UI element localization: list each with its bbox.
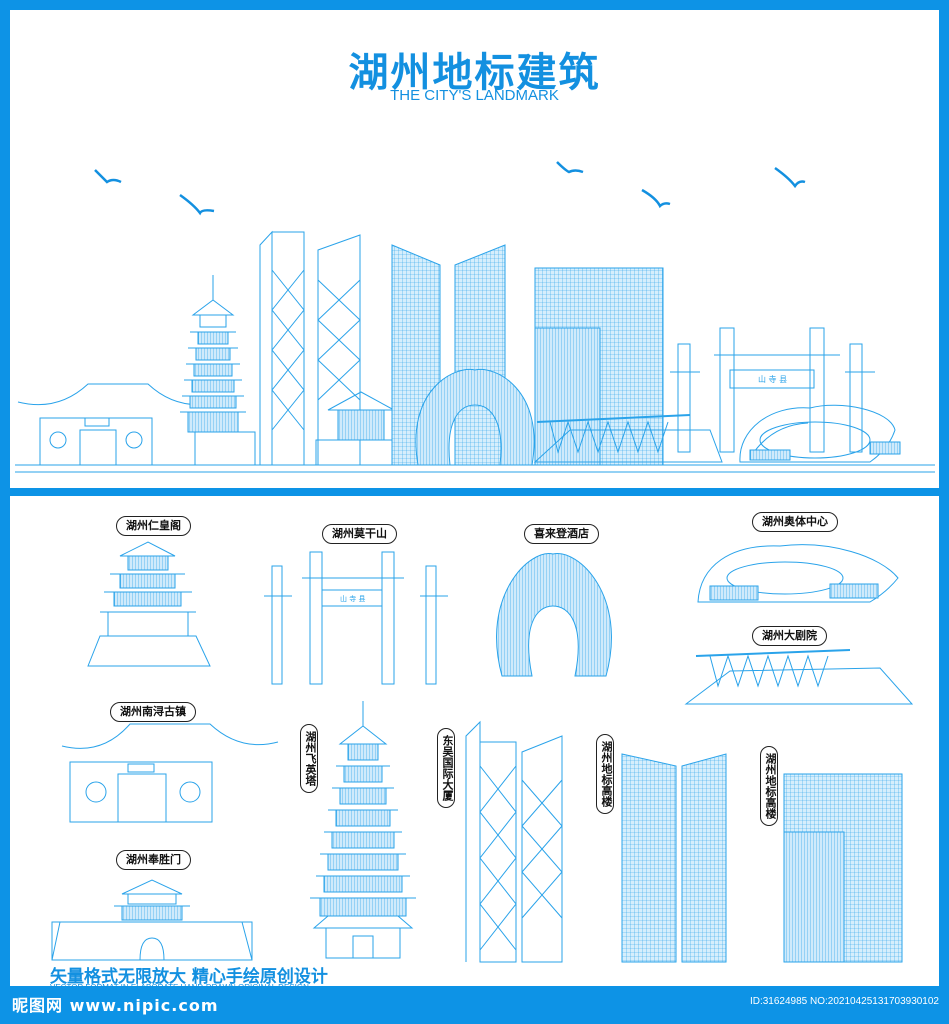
svg-text:山 寺 县: 山 寺 县 <box>758 374 787 384</box>
label-fengsheng: 湖州奉胜门 <box>116 850 191 870</box>
slogan-subtitle: VECTOR FORMAT IN ELABORATE HAND-DRAWN OR… <box>50 983 309 992</box>
label-highrise2: 湖州地标高楼 <box>760 746 778 826</box>
label-feiying: 湖州飞英塔 <box>300 724 318 793</box>
moganshan-building: 山 寺 县 <box>264 551 448 685</box>
landmarks-panel: 山 寺 县 <box>10 496 939 992</box>
label-moganshan: 湖州莫干山 <box>322 524 397 544</box>
label-olympic: 湖州奥体中心 <box>752 512 838 532</box>
watermark: 昵图网 www.nipic.com <box>12 996 219 1015</box>
olympic-building <box>697 544 899 603</box>
highrise1-building <box>621 753 677 963</box>
bird-icon <box>94 161 806 216</box>
feiying-building <box>310 701 416 959</box>
page-title: 湖州地标建筑 <box>348 50 601 96</box>
svg-text:山 寺 县: 山 寺 县 <box>340 594 365 603</box>
label-nanxun: 湖州南浔古镇 <box>110 702 196 722</box>
skyline-panel: 湖州地标建筑 THE CITY'S LANDMARK <box>10 10 939 488</box>
fengsheng-building <box>51 879 253 961</box>
label-dongwu: 东吴国际大厦 <box>437 728 455 808</box>
image-id: ID:31624985 NO:20210425131703930102 <box>749 996 939 1007</box>
highrise2-building <box>783 773 903 963</box>
label-sheraton: 喜来登酒店 <box>524 524 599 544</box>
sheraton-building <box>496 553 612 677</box>
skyline-illustration: 山 寺 县 <box>15 161 935 473</box>
label-theatre: 湖州大剧院 <box>752 626 827 646</box>
slogan: 矢量格式无限放大 精心手绘原创设计 <box>50 967 328 987</box>
label-highrise1: 湖州地标高楼 <box>596 734 614 814</box>
landmarks-illustration: 山 寺 县 <box>51 541 914 963</box>
theatre-building <box>684 649 914 705</box>
dongwu-building <box>465 720 563 963</box>
nanxun-building <box>61 723 279 823</box>
page-subtitle: THE CITY'S LANDMARK <box>390 87 559 104</box>
label-renhuang: 湖州仁皇阁 <box>116 516 191 536</box>
renhuang-building <box>87 541 211 667</box>
